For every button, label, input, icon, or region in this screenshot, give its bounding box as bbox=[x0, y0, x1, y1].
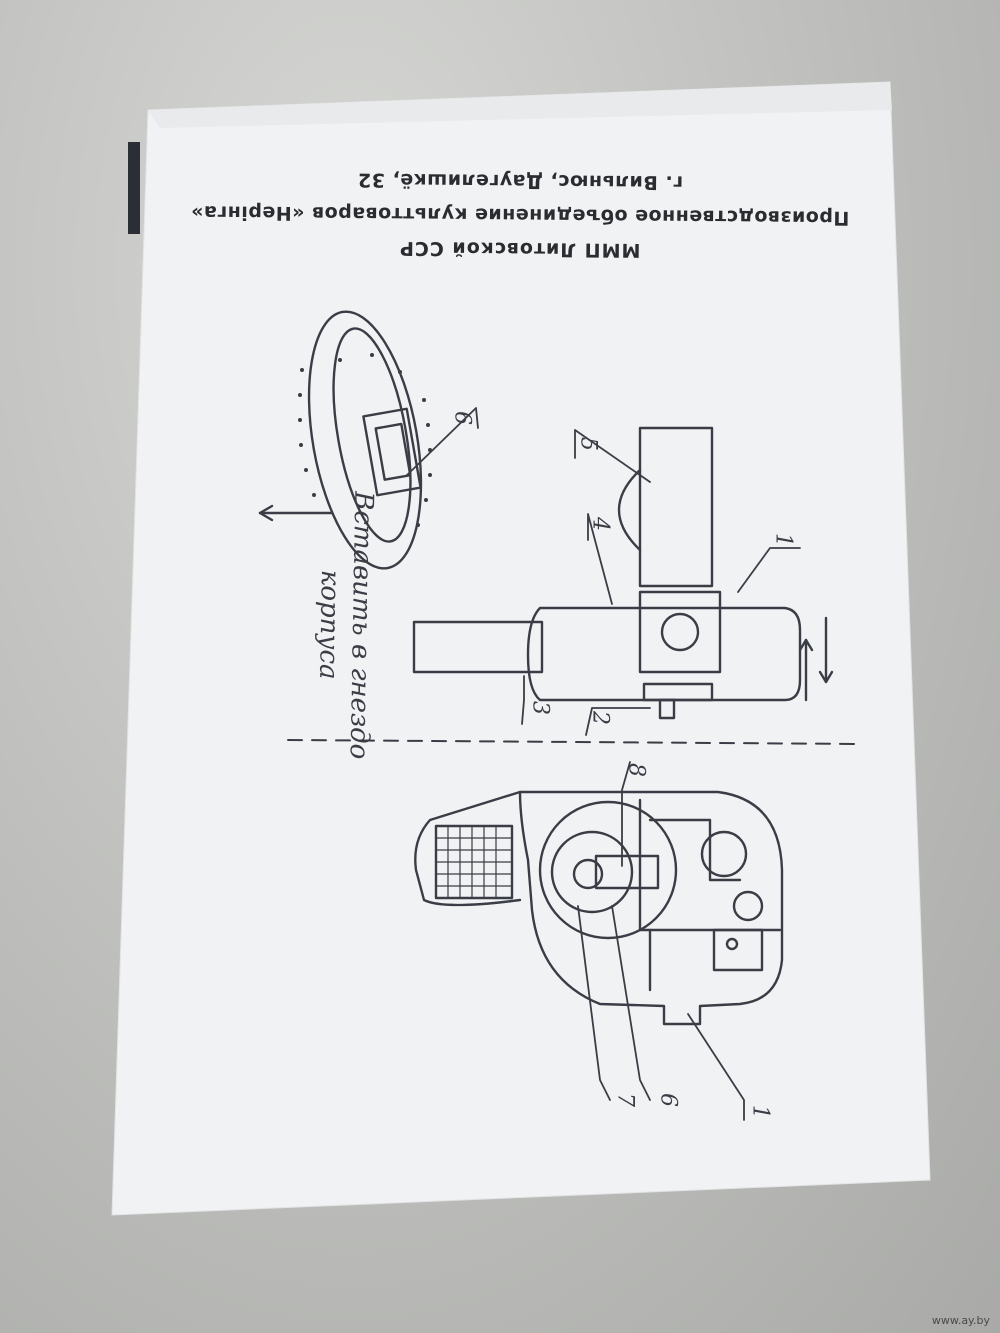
insert-instruction: Вставить в гнездо корпуса bbox=[311, 490, 380, 760]
manufacturer-header: ММП Литовской ССР Производственное объед… bbox=[140, 161, 901, 270]
callout-leaders-lower bbox=[577, 761, 745, 1121]
callout-4: 4 bbox=[587, 517, 613, 531]
cassette-diagram bbox=[412, 426, 834, 720]
projector-diagram bbox=[414, 790, 784, 1026]
grid-pattern bbox=[435, 825, 513, 899]
film-loop-diagram bbox=[298, 310, 432, 570]
callout-1-lower: 1 bbox=[747, 1105, 773, 1119]
insert-instruction-line-2: корпуса bbox=[313, 569, 345, 680]
insert-instruction-line-1: Вставить в гнездо bbox=[343, 490, 379, 760]
callout-3: 3 bbox=[527, 701, 553, 715]
callout-1: 1 bbox=[770, 533, 796, 547]
callout-6-upper: 6 bbox=[449, 411, 475, 425]
callout-7: 7 bbox=[612, 1093, 638, 1107]
callout-5: 5 bbox=[575, 437, 601, 451]
callout-leaders-upper bbox=[405, 407, 801, 736]
callout-8: 8 bbox=[623, 763, 649, 777]
header-line-1: ММП Литовской ССР bbox=[398, 236, 641, 262]
callout-6-lower: 6 bbox=[655, 1093, 681, 1107]
header-line-2: Производственное объединение культтоваро… bbox=[190, 201, 850, 229]
sheet-edge-stripe bbox=[128, 142, 140, 234]
callout-2: 2 bbox=[587, 711, 613, 725]
dashed-separator bbox=[287, 739, 863, 745]
watermark: www.ay.by bbox=[931, 1314, 990, 1327]
